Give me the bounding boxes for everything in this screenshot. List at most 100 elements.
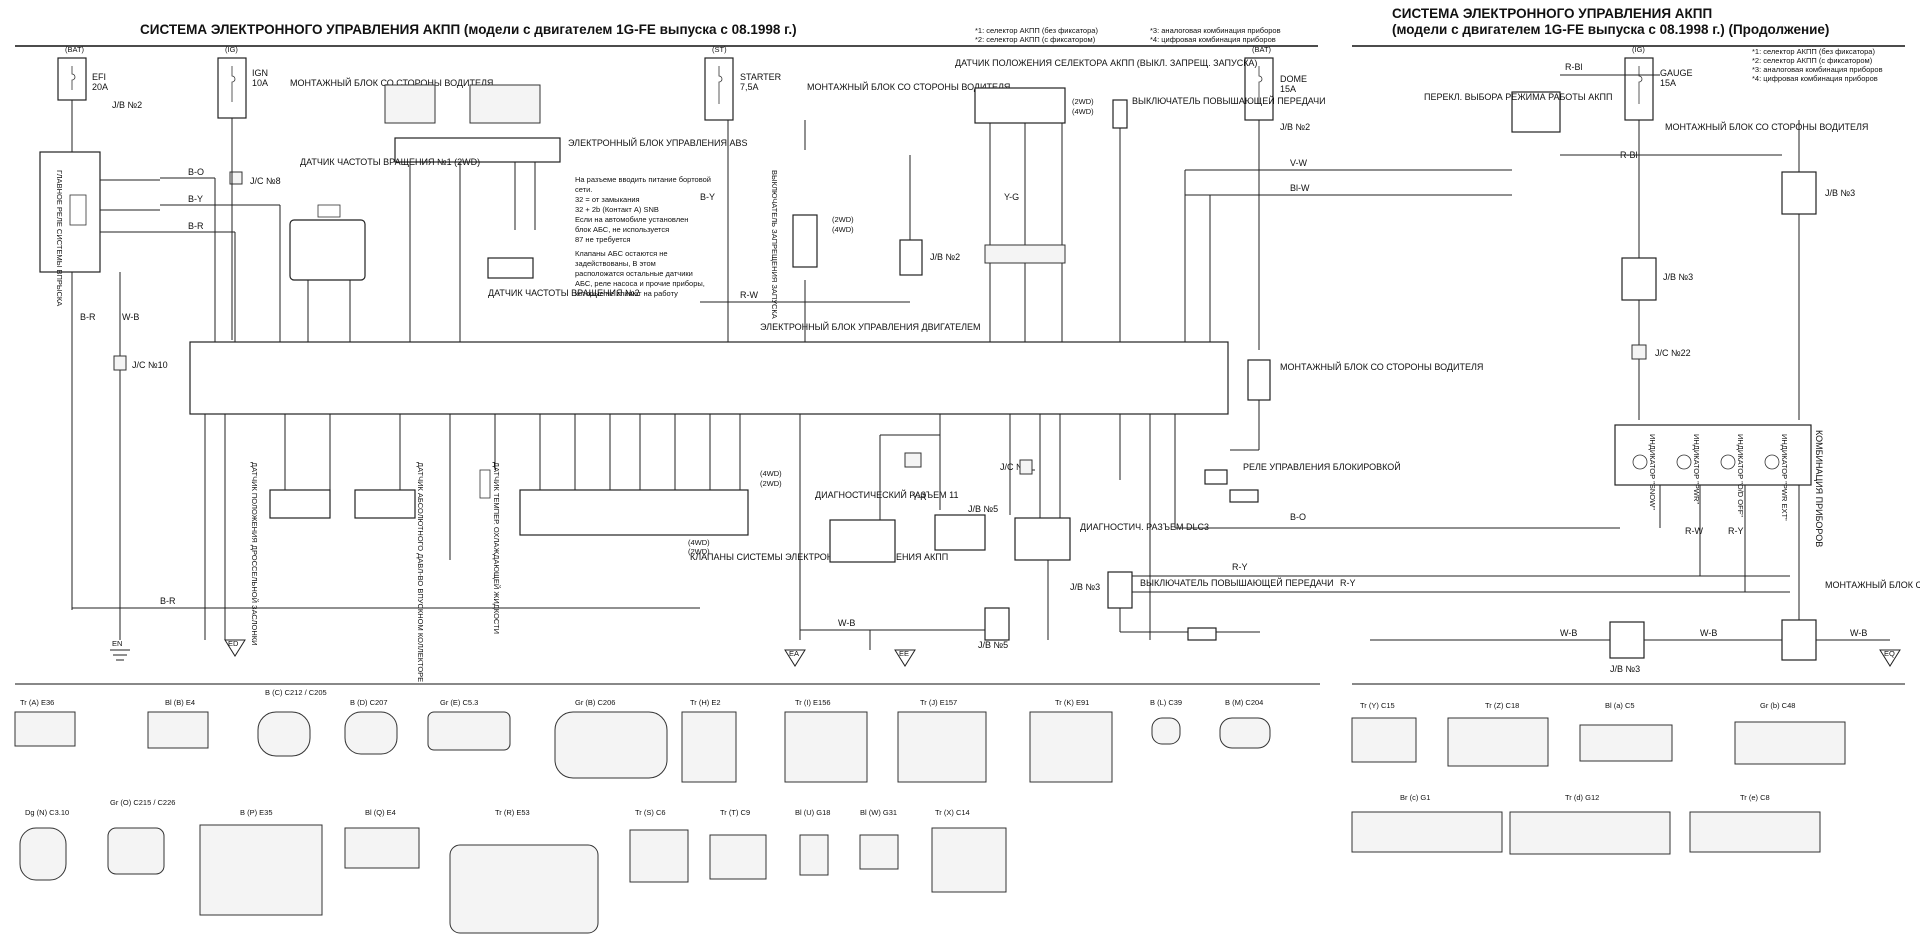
svg-text:EA: EA: [789, 649, 799, 658]
indicator-pwr-ext: ИНДИКАТОР "PWR EXT": [1764, 434, 1789, 521]
svg-text:DOME: DOME: [1280, 74, 1307, 84]
svg-text:(IG): (IG): [1632, 45, 1645, 54]
svg-text:ИНДИКАТОР "O/D OFF": ИНДИКАТОР "O/D OFF": [1736, 434, 1745, 517]
jc22-label: J/C №22: [1655, 348, 1691, 358]
svg-text:ДАТЧИК ПОЛОЖЕНИЯ ДРОССЕЛЬНОЙ З: ДАТЧИК ПОЛОЖЕНИЯ ДРОССЕЛЬНОЙ ЗАСЛОНКИ: [250, 462, 259, 646]
connector-g31: Bl (W) G31: [859, 808, 899, 870]
connector-c48: Gr (b) C48: [1734, 701, 1846, 765]
svg-text:АБС, реле насоса и прочие приб: АБС, реле насоса и прочие приборы,: [575, 279, 705, 288]
cont-title-line2: (модели с двигателем 1G-FE выпуска с 08.…: [1392, 22, 1829, 37]
note-r3: *3: аналоговая комбинация приборов: [1752, 65, 1883, 74]
note-3: *3: аналоговая комбинация приборов: [1150, 26, 1281, 35]
dlc3: ДИАГНОСТИЧ. РАЗЪЕМ DLC3: [1014, 517, 1209, 561]
svg-text:ДАТЧИК ЧАСТОТЫ ВРАЩЕНИЯ №1 (2W: ДАТЧИК ЧАСТОТЫ ВРАЩЕНИЯ №1 (2WD): [300, 157, 480, 167]
cont-title-line1: СИСТЕМА ЭЛЕКТРОННОГО УПРАВЛЕНИЯ АКПП: [1392, 6, 1712, 21]
svg-text:15A: 15A: [1280, 84, 1296, 94]
svg-text:ED: ED: [228, 639, 239, 648]
connector-g18: Bl (U) G18: [795, 808, 830, 876]
wire-by: B-Y: [188, 194, 203, 204]
svg-text:ВЫКЛЮЧАТЕЛЬ ЗАПРЕЩЕНИЯ ЗАПУСКА: ВЫКЛЮЧАТЕЛЬ ЗАПРЕЩЕНИЯ ЗАПУСКА: [770, 170, 779, 319]
connector-c14: Tr (X) C14: [931, 808, 1007, 893]
svg-text:ИНДИКАТОР "PWR": ИНДИКАТОР "PWR": [1692, 434, 1701, 504]
svg-text:Tr (e) C8: Tr (e) C8: [1740, 793, 1770, 802]
svg-text:Bl (B) E4: Bl (B) E4: [165, 698, 195, 707]
jb3-label-r1: J/B №3: [1825, 188, 1855, 198]
jc10-label: J/C №10: [132, 360, 168, 370]
connector-c310: Dg (N) C3.10: [19, 808, 69, 881]
svg-text:Bl (U) G18: Bl (U) G18: [795, 808, 830, 817]
svg-text:Tr (K) E91: Tr (K) E91: [1055, 698, 1089, 707]
start-lock-switch: ВЫКЛЮЧАТЕЛЬ ЗАПРЕЩЕНИЯ ЗАПУСКА (2WD) (4W…: [770, 170, 854, 319]
wire-vw: V-W: [1290, 158, 1308, 168]
svg-text:Gr (b) C48: Gr (b) C48: [1760, 701, 1795, 710]
svg-text:Bl (W) G31: Bl (W) G31: [860, 808, 897, 817]
wire-wb-right1: W-B: [1560, 628, 1577, 638]
gauge-mount-label: МОНТАЖНЫЙ БЛОК СО СТОРОНЫ ВОДИТЕЛЯ: [1665, 121, 1868, 132]
connector-c15: Tr (Y) C15: [1351, 701, 1417, 763]
connector-e156: Tr (I) E156: [784, 698, 868, 783]
connector-g12: Tr (d) G12: [1509, 793, 1671, 855]
svg-text:ВЫКЛЮЧАТЕЛЬ ПОВЫШАЮЩЕЙ ПЕРЕДАЧ: ВЫКЛЮЧАТЕЛЬ ПОВЫШАЮЩЕЙ ПЕРЕДАЧИ: [1132, 95, 1326, 106]
ign-mount-label: МОНТАЖНЫЙ БЛОК СО СТОРОНЫ ВОДИТЕЛЯ: [290, 77, 493, 88]
jc9-label: J/C №9: [1000, 462, 1031, 472]
connector-e2: Tr (H) E2: [681, 698, 737, 783]
selector-sensor: ДАТЧИК ПОЛОЖЕНИЯ СЕЛЕКТОРА АКПП (ВЫКЛ. З…: [955, 58, 1257, 124]
svg-text:КЛАПАНЫ СИСТЕМЫ ЭЛЕКТРОННОГО У: КЛАПАНЫ СИСТЕМЫ ЭЛЕКТРОННОГО УПРАВЛЕНИЯ …: [690, 552, 948, 562]
connector-e36: Tr (A) E36: [14, 698, 76, 747]
connector-c204: B (M) C204: [1219, 698, 1271, 749]
svg-text:Tr (J) E157: Tr (J) E157: [920, 698, 957, 707]
connector-e91: Tr (K) E91: [1029, 698, 1113, 783]
jb3-label-bottom: J/B №3: [1610, 664, 1640, 674]
wire-rw-right: R-W: [1685, 526, 1703, 536]
wire-br: B-R: [188, 221, 204, 231]
dome-jb2: J/B №2: [1280, 122, 1310, 132]
svg-text:20A: 20A: [92, 82, 108, 92]
svg-text:B (M) C204: B (M) C204: [1225, 698, 1263, 707]
fuse-efi: (BAT) EFI 20A: [57, 45, 108, 101]
svg-text:Tr (R) E53: Tr (R) E53: [495, 808, 530, 817]
wire-bo-2wd: B-O: [1290, 512, 1306, 522]
ground-eq: EQ: [1879, 649, 1901, 667]
svg-text:B (D) C207: B (D) C207: [350, 698, 388, 707]
svg-text:(4WD): (4WD): [760, 469, 782, 478]
svg-text:расположатся остальные датчики: расположатся остальные датчики: [575, 269, 693, 278]
svg-text:7,5A: 7,5A: [740, 82, 759, 92]
svg-text:Gr (E) C5.3: Gr (E) C5.3: [440, 698, 478, 707]
svg-text:(2WD): (2WD): [1072, 97, 1094, 106]
connector-e4-b: Bl (Q) E4: [344, 808, 420, 869]
svg-text:(2WD): (2WD): [760, 479, 782, 488]
svg-text:ИНДИКАТОР "PWR EXT": ИНДИКАТОР "PWR EXT": [1780, 434, 1789, 521]
svg-text:КОМБИНАЦИЯ ПРИБОРОВ: КОМБИНАЦИЯ ПРИБОРОВ: [1814, 430, 1824, 547]
fuse-dome: (BAT) DOME 15A: [1244, 45, 1307, 121]
svg-text:ЭЛЕКТРОННЫЙ БЛОК УПРАВЛЕНИЯ ДВ: ЭЛЕКТРОННЫЙ БЛОК УПРАВЛЕНИЯ ДВИГАТЕЛЕМ: [760, 321, 981, 332]
svg-text:Tr (I) E156: Tr (I) E156: [795, 698, 831, 707]
ground-ea: EA: [784, 649, 806, 667]
note-r4: *4: цифровая комбинация приборов: [1752, 74, 1878, 83]
wire-ry-right: R-Y: [1728, 526, 1744, 536]
wire-bo: B-O: [188, 167, 204, 177]
svg-text:ДАТЧИК ПОЛОЖЕНИЯ СЕЛЕКТОРА АКП: ДАТЧИК ПОЛОЖЕНИЯ СЕЛЕКТОРА АКПП (ВЫКЛ. З…: [955, 58, 1257, 68]
svg-text:(IG): (IG): [225, 45, 238, 54]
speed-sensor-1: ДАТЧИК ЧАСТОТЫ ВРАЩЕНИЯ №1 (2WD): [289, 157, 480, 281]
svg-text:(BAT): (BAT): [65, 45, 85, 54]
svg-text:(4WD): (4WD): [832, 225, 854, 234]
svg-text:Bl (a) C5: Bl (a) C5: [1605, 701, 1635, 710]
wire-br-left: B-R: [80, 312, 96, 322]
jb5-label-b: J/B №5: [978, 640, 1008, 650]
svg-text:Если на автомобиле установлен: Если на автомобиле установлен: [575, 215, 688, 224]
connector-c212: B (C) C212 / C205: [257, 688, 327, 757]
svg-text:32 + 2b (Контакт А) SNB: 32 + 2b (Контакт А) SNB: [575, 205, 659, 214]
connector-c53: Gr (E) C5.3: [427, 698, 511, 751]
svg-text:(ST): (ST): [712, 45, 727, 54]
svg-text:B (P) E35: B (P) E35: [240, 808, 273, 817]
svg-text:EN: EN: [112, 639, 122, 648]
svg-text:задействованы, В этом: задействованы, В этом: [575, 259, 656, 268]
lockup-relay: РЕЛЕ УПРАВЛЕНИЯ БЛОКИРОВКОЙ: [1204, 461, 1401, 503]
connector-c8: Tr (e) C8: [1689, 793, 1821, 853]
svg-text:Dg (N) C3.10: Dg (N) C3.10: [25, 808, 69, 817]
wire-yg: Y-G: [1004, 192, 1019, 202]
svg-text:ВЫКЛЮЧАТЕЛЬ ПОВЫШАЮЩЕЙ ПЕРЕДАЧ: ВЫКЛЮЧАТЕЛЬ ПОВЫШАЮЩЕЙ ПЕРЕДАЧИ: [1140, 577, 1334, 588]
connector-legend-left: Tr (A) E36 Bl (B) E4 B (C) C212 / C205 B…: [14, 688, 1271, 934]
svg-text:Tr (T) C9: Tr (T) C9: [720, 808, 750, 817]
